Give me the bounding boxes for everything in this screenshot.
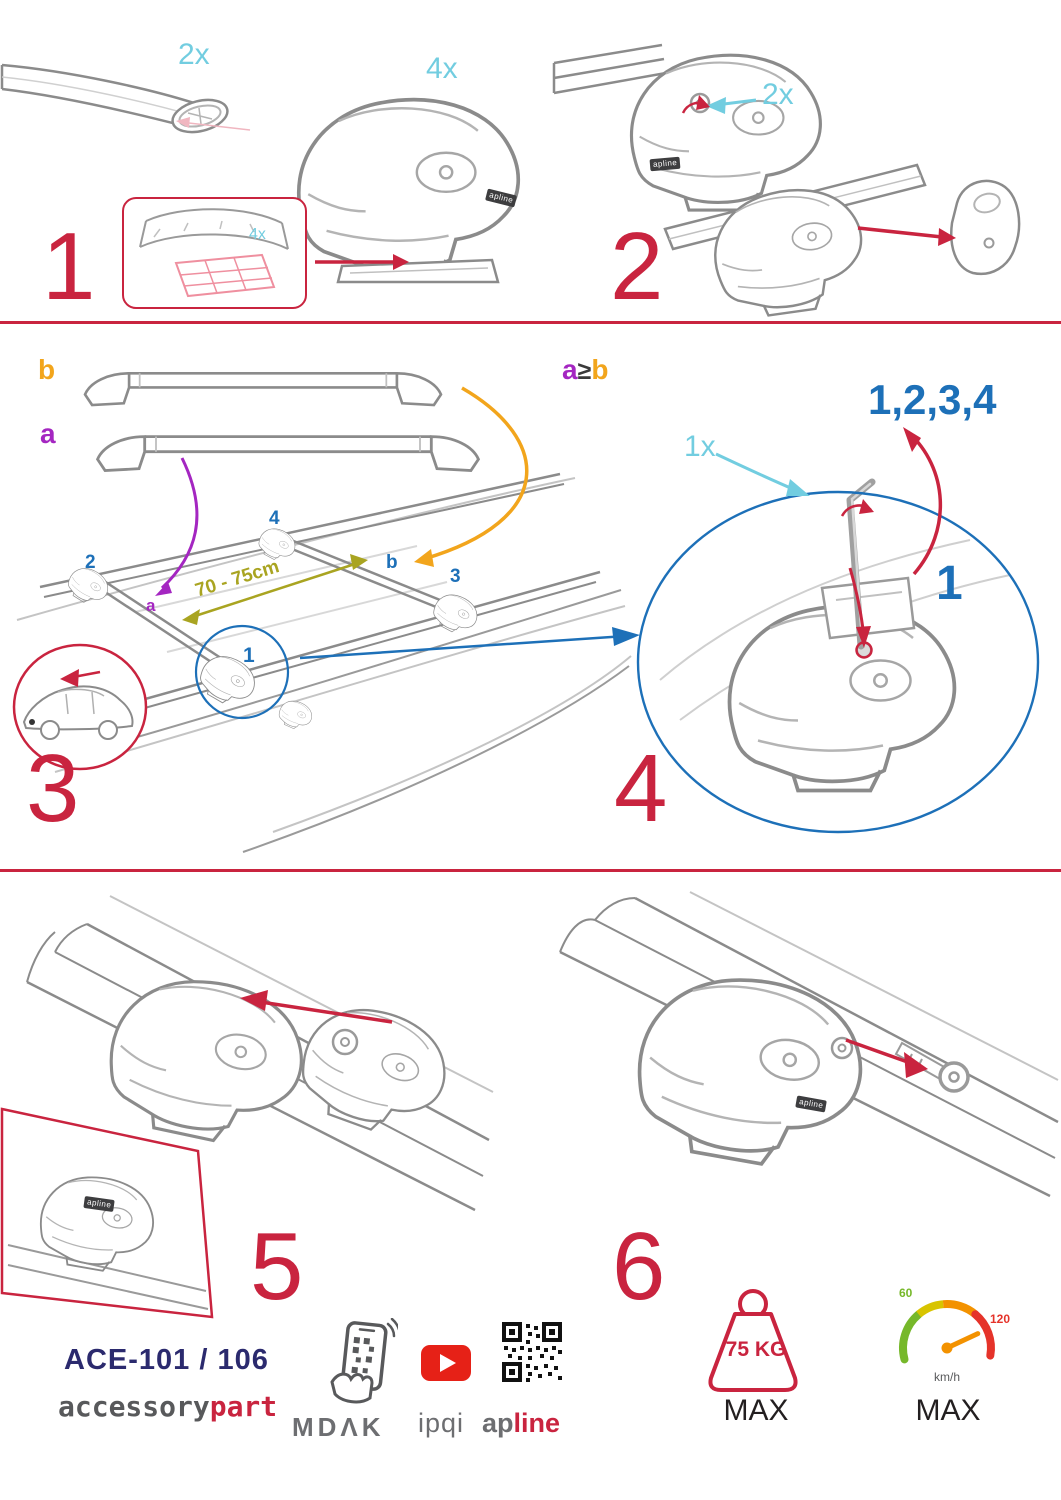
- model-number: ACE-101 / 106: [64, 1344, 269, 1376]
- step4-detail-drawing: [659, 478, 1011, 793]
- gauge-unit-label: km/h: [933, 1370, 960, 1384]
- step3-number: 3: [26, 735, 80, 842]
- step1-pad-inset: [122, 197, 307, 309]
- speed-limit-max: MAX: [915, 1394, 981, 1427]
- crossbar-b-drawing: [83, 371, 443, 407]
- step1-crossbar-drawing: [0, 63, 229, 134]
- step4-number: 4: [614, 735, 668, 842]
- step6-key-drawing: [559, 891, 1059, 1198]
- step5-lock-install-drawing: [26, 895, 494, 1212]
- crossbar-b-label: b: [38, 354, 56, 385]
- ipqi-logo: ipqi: [418, 1408, 465, 1438]
- speedometer-icon: [899, 1300, 995, 1364]
- mdak-logo: MDΛK: [292, 1412, 385, 1442]
- condition-a: a: [562, 354, 578, 385]
- condition-b: b: [591, 354, 609, 385]
- roof-position-a: a: [146, 596, 156, 615]
- phone-qr-icon: [330, 1318, 398, 1404]
- roof-position-b: b: [386, 552, 398, 573]
- step1-bar-qty: 2x: [178, 38, 210, 71]
- roof-position-3: 3: [450, 566, 461, 587]
- tighten-step-label: 1: [936, 557, 963, 610]
- step6-number: 6: [612, 1213, 666, 1320]
- apline-logo-ap: ap: [482, 1408, 514, 1438]
- step1-pad-drawing: [139, 208, 289, 298]
- step1-foot-drawing: [296, 97, 521, 284]
- crossbar-a-label: a: [40, 418, 56, 449]
- roof-position-2: 2: [85, 552, 96, 573]
- qr-code-icon: [502, 1322, 562, 1382]
- step5-number: 5: [250, 1213, 304, 1320]
- roof-position-4: 4: [269, 508, 280, 529]
- gauge-max-number: 120: [990, 1312, 1011, 1326]
- tighten-sequence-label: 1,2,3,4: [868, 376, 997, 423]
- brand-accessory: accessory: [58, 1390, 210, 1423]
- roof-position-1: 1: [243, 644, 255, 667]
- condition-label: a≥b: [562, 354, 608, 386]
- brand-part: part: [209, 1390, 278, 1423]
- allen-key-qty: 1x: [684, 430, 716, 463]
- apline-logo-line: line: [513, 1408, 561, 1438]
- brand-wordmark: accessorypart: [58, 1390, 277, 1423]
- step1-number: 1: [42, 213, 96, 320]
- section-divider-top: [0, 321, 1061, 324]
- weight-limit-value: 75 KG: [725, 1338, 787, 1361]
- section-divider-bottom: [0, 869, 1061, 872]
- gauge-min-label: 60: [899, 1286, 913, 1300]
- apline-logo: apline: [482, 1408, 560, 1439]
- step1-foot-qty: 4x: [426, 52, 458, 85]
- youtube-icon: [421, 1345, 471, 1381]
- step5-inset-drawing: [0, 1107, 214, 1319]
- condition-operator: ≥: [577, 357, 592, 385]
- weight-limit-icon: [708, 1289, 798, 1392]
- step2-lock-qty: 2x: [762, 78, 794, 111]
- step2-endcap-drawing: [663, 163, 1021, 323]
- step1-pad-qty: 4x: [249, 226, 266, 243]
- weight-limit-max: MAX: [723, 1394, 789, 1427]
- step2-number: 2: [610, 213, 664, 320]
- car-side-inset-drawing: [12, 643, 148, 771]
